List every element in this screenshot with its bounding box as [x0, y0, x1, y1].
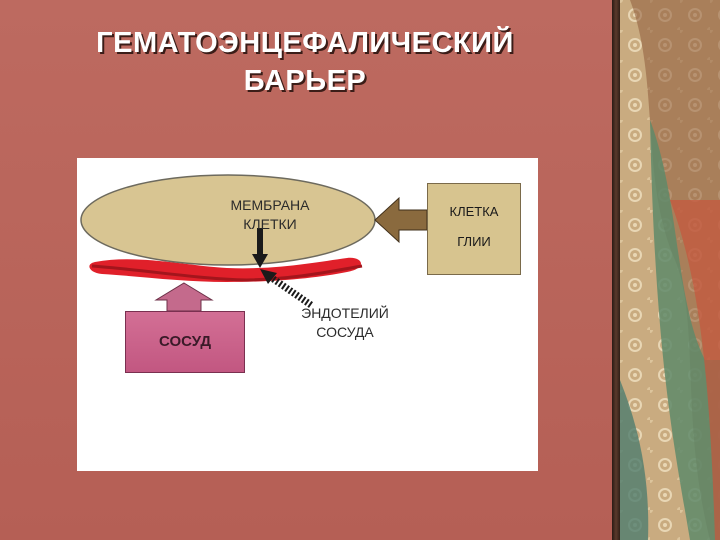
endothelium-label-line-1: ЭНДОТЕЛИЙ: [301, 305, 389, 321]
diagram-panel: МЕМБРАНА КЛЕТКИ КЛЕТКА ГЛИИ СОСУД ЭНДОТЕ…: [77, 158, 538, 471]
membrane-label-line-2: КЛЕТКИ: [243, 216, 297, 232]
endothelium-label: ЭНДОТЕЛИЙ СОСУДА: [280, 304, 410, 342]
glia-cell-box: КЛЕТКА ГЛИИ: [427, 183, 521, 275]
membrane-down-arrow-shaft: [257, 228, 263, 256]
vessel-up-arrow: [154, 282, 214, 312]
diagram-graphics: [80, 174, 428, 312]
glia-label-line-2: ГЛИИ: [457, 234, 491, 249]
endothelium-band-shadow: [91, 264, 363, 282]
side-divider: [612, 0, 622, 540]
slide-title: ГЕМАТОЭНЦЕФАЛИЧЕСКИЙ БАРЬЕР: [40, 24, 570, 100]
title-line-1: ГЕМАТОЭНЦЕФАЛИЧЕСКИЙ: [96, 27, 514, 59]
vessel-box: СОСУД: [125, 311, 245, 373]
endothelium-arrow-shaft: [267, 273, 313, 308]
endothelium-arrow-head: [260, 269, 277, 284]
glia-label-line-1: КЛЕТКА: [449, 204, 499, 219]
decorative-side-strip: [620, 0, 720, 540]
glia-arrow: [374, 196, 428, 244]
membrane-down-arrow-head: [252, 254, 268, 268]
title-line-2: БАРЬЕР: [243, 65, 367, 97]
membrane-label-line-1: МЕМБРАНА: [230, 197, 310, 213]
vessel-label: СОСУД: [158, 333, 212, 350]
membrane-label: МЕМБРАНА КЛЕТКИ: [215, 196, 325, 234]
decorative-pattern: [620, 0, 720, 540]
endothelium-label-line-2: СОСУДА: [316, 324, 374, 340]
